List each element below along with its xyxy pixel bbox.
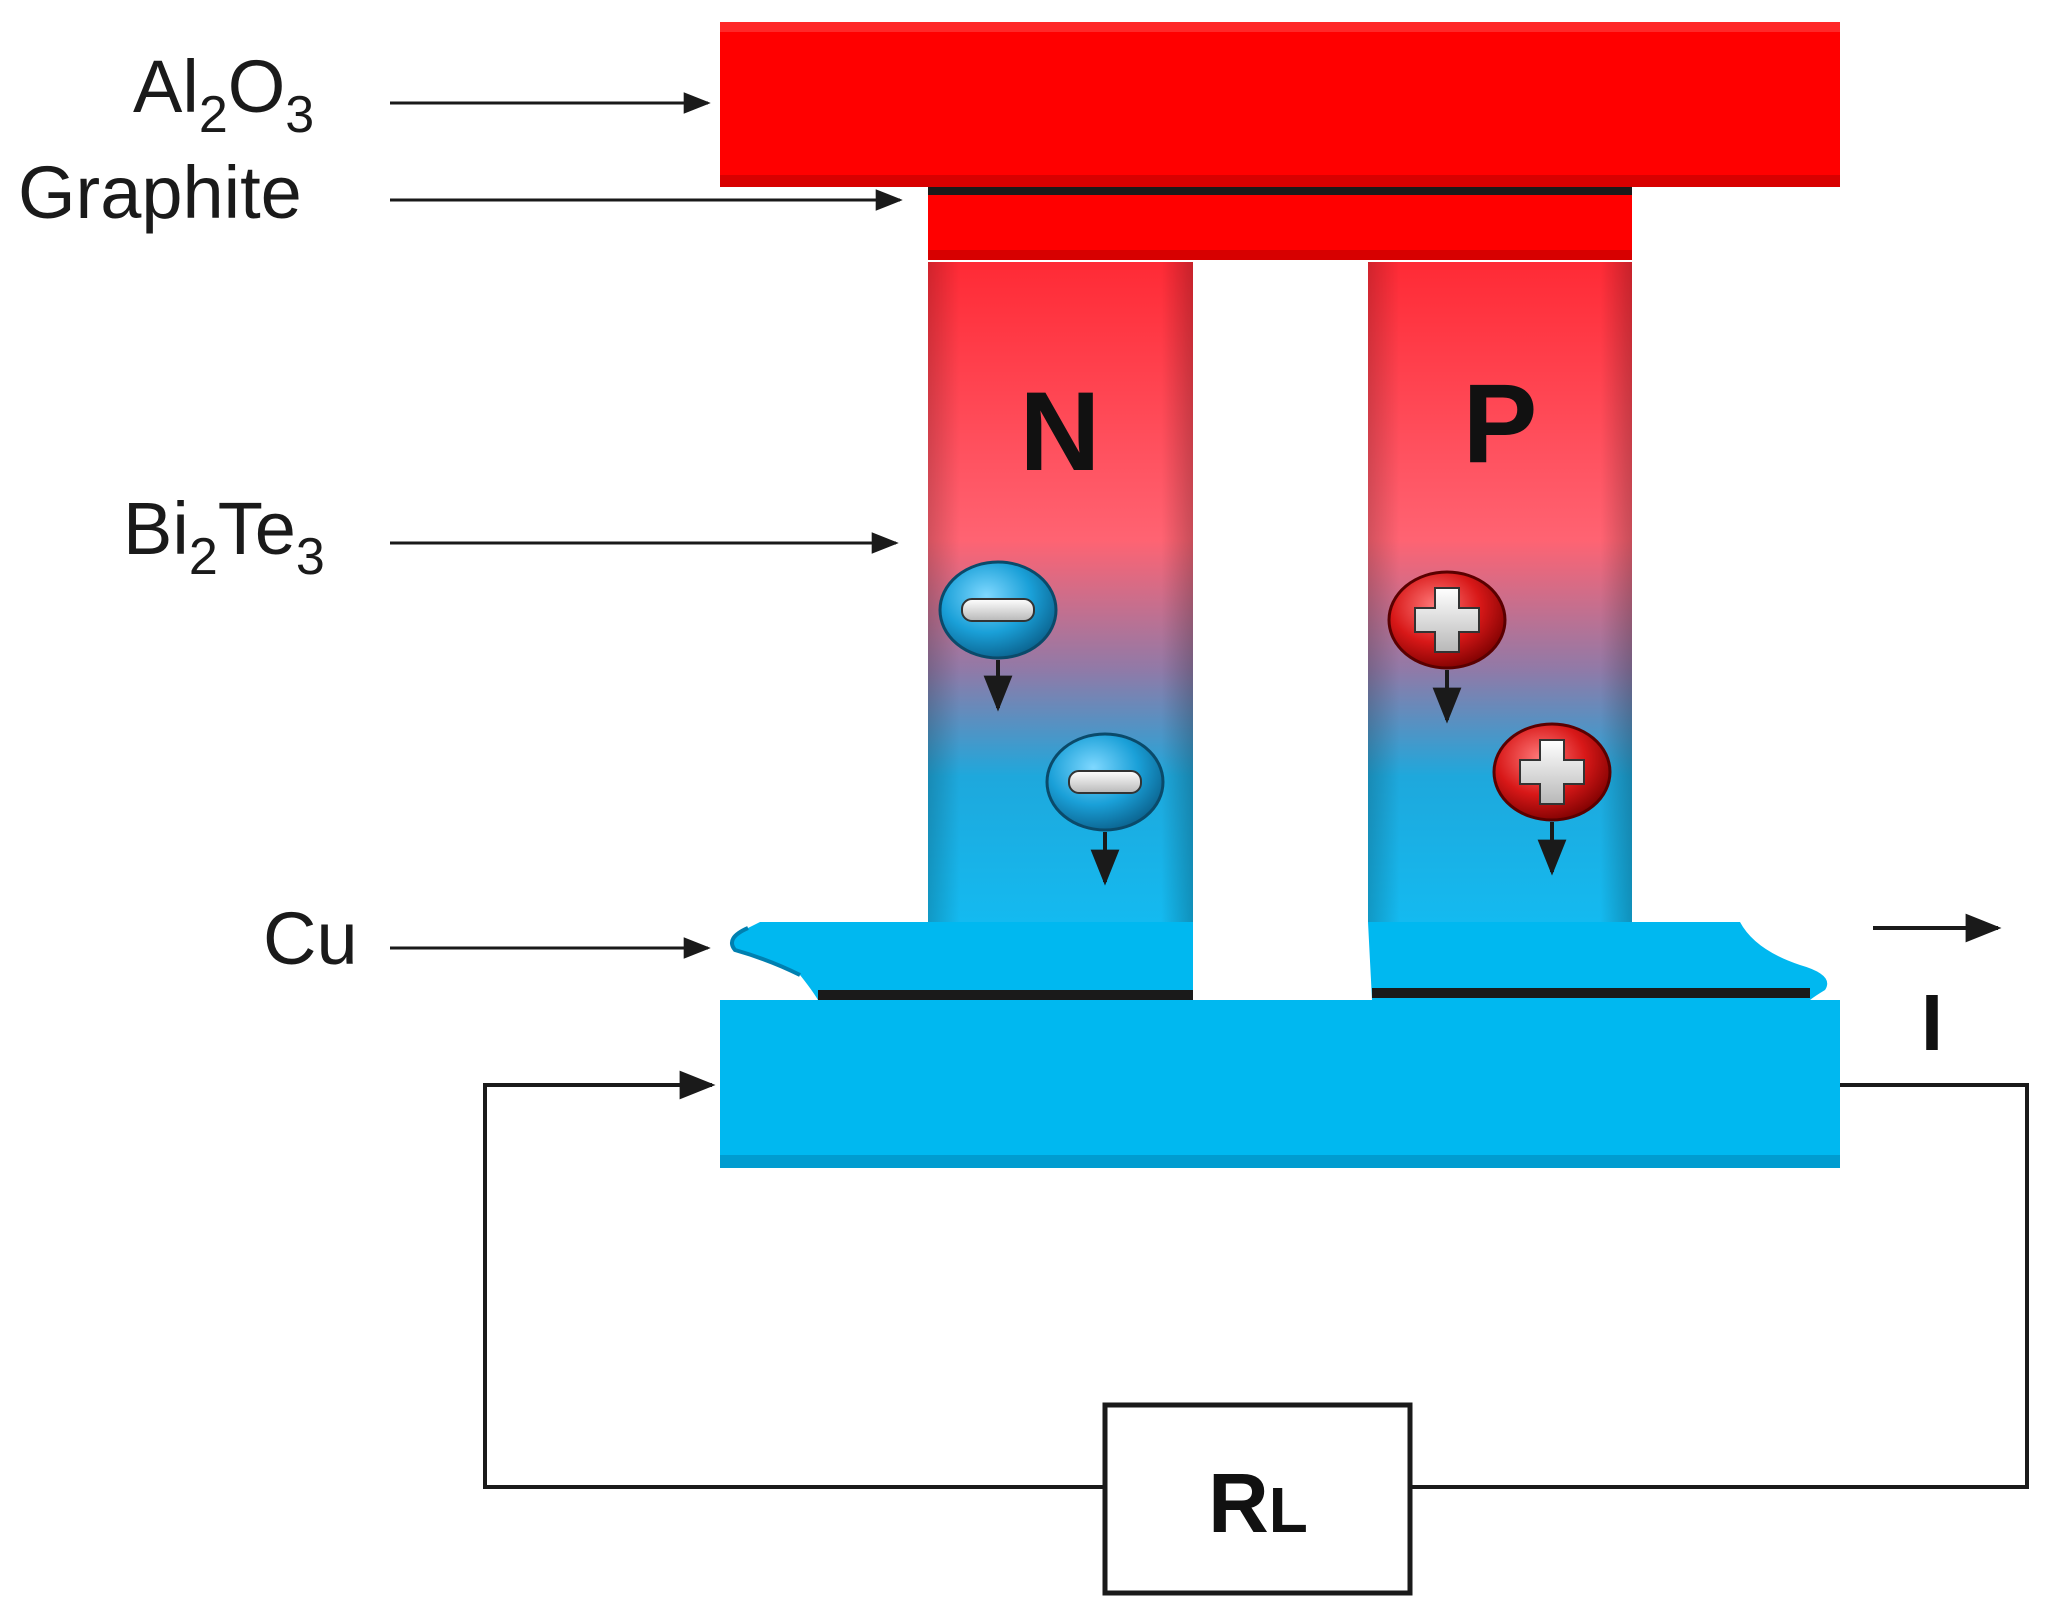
electron-carrier — [1045, 732, 1165, 886]
external-circuit-wire — [483, 1070, 2029, 1489]
svg-text:Cu: Cu — [263, 897, 358, 980]
plus-icon — [1414, 587, 1480, 653]
svg-text:Al2O3: Al2O3 — [133, 45, 314, 144]
p-leg-label: P — [1463, 361, 1538, 486]
svg-text:Graphite: Graphite — [18, 151, 302, 234]
electron-carrier — [938, 560, 1058, 712]
svg-text:RL: RL — [1208, 1456, 1308, 1550]
cu-electrode-right — [1368, 922, 1828, 1000]
cu-electrode-left — [730, 922, 1193, 1000]
label-al2o3: Al2O3 — [133, 45, 711, 144]
current-label: I — [1921, 978, 1943, 1067]
al2o3-bottom-plate — [720, 1000, 1840, 1168]
current-indicator: I — [1873, 913, 2002, 1067]
minus-icon — [1068, 770, 1142, 794]
n-leg-label: N — [1020, 369, 1101, 494]
svg-text:Bi2Te3: Bi2Te3 — [123, 487, 325, 586]
label-cu: Cu — [263, 897, 711, 980]
minus-icon — [961, 598, 1035, 622]
top-hot-connector — [928, 187, 1632, 260]
hole-carrier — [1387, 570, 1507, 724]
al2o3-top-plate — [720, 22, 1840, 187]
label-bi2te3: Bi2Te3 — [123, 487, 899, 586]
hole-carrier — [1492, 722, 1612, 876]
label-graphite: Graphite — [18, 151, 903, 234]
load-resistor: RL — [1102, 1402, 1413, 1596]
plus-icon — [1519, 739, 1585, 805]
